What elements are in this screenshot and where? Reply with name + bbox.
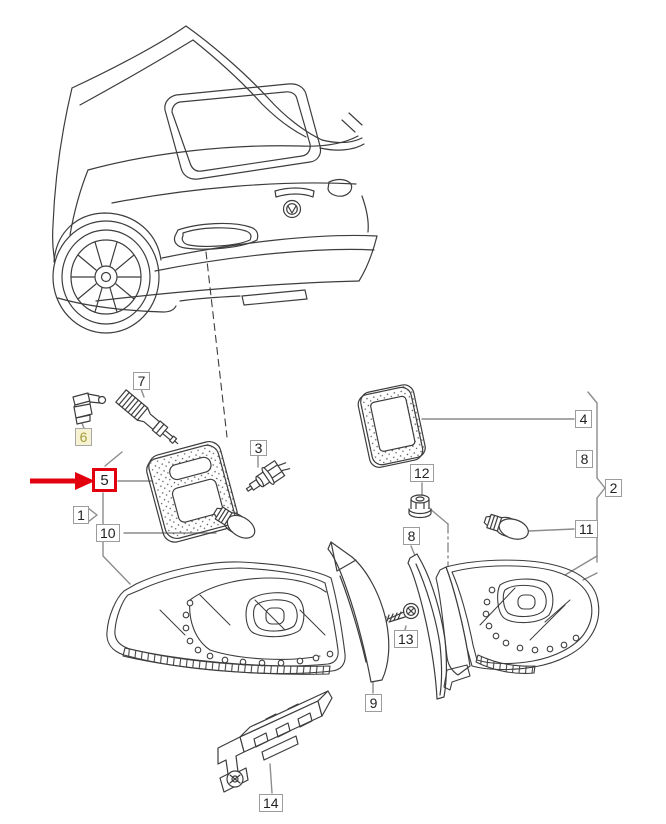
part-7-bulb-carrier-boot [115, 389, 179, 445]
part-11-bulb [483, 513, 529, 540]
callout-11[interactable]: 11 [575, 520, 598, 538]
callout-8-right[interactable]: 8 [576, 450, 593, 468]
callout-5-selected[interactable]: 5 [92, 468, 117, 492]
red-selection-arrow [30, 472, 95, 490]
outer-tail-light-drawing [106, 561, 346, 675]
part-6-retaining-clip [72, 392, 107, 425]
callout-8-left[interactable]: 8 [403, 527, 420, 545]
callout-7[interactable]: 7 [133, 372, 150, 390]
callout-4[interactable]: 4 [575, 410, 592, 428]
callout-13[interactable]: 13 [394, 630, 418, 648]
part-8-seal-strip [407, 553, 447, 700]
part-4-inner-lamp-gasket [357, 384, 426, 468]
callout-14[interactable]: 14 [259, 794, 283, 812]
part-3-bulb-holder [245, 460, 291, 492]
part-13-screw [384, 602, 420, 623]
callout-9[interactable]: 9 [365, 694, 382, 712]
callout-6-highlighted[interactable]: 6 [75, 428, 92, 446]
part-10-bulb [213, 506, 256, 539]
callout-10[interactable]: 10 [96, 524, 120, 542]
part-9-trim-cover [327, 541, 390, 683]
part-5-outer-lamp-gasket [146, 440, 238, 543]
callout-1[interactable]: 1 [73, 506, 89, 524]
callout-12[interactable]: 12 [410, 464, 434, 482]
part-12-hex-nut [408, 494, 432, 519]
car-rear-three-quarter-drawing [52, 25, 378, 438]
callout-2[interactable]: 2 [605, 479, 622, 497]
part-14-mounting-bracket [217, 690, 333, 793]
callout-3[interactable]: 3 [250, 440, 267, 456]
callout-leader-lines [80, 388, 606, 794]
inner-tail-light-drawing [435, 559, 600, 691]
